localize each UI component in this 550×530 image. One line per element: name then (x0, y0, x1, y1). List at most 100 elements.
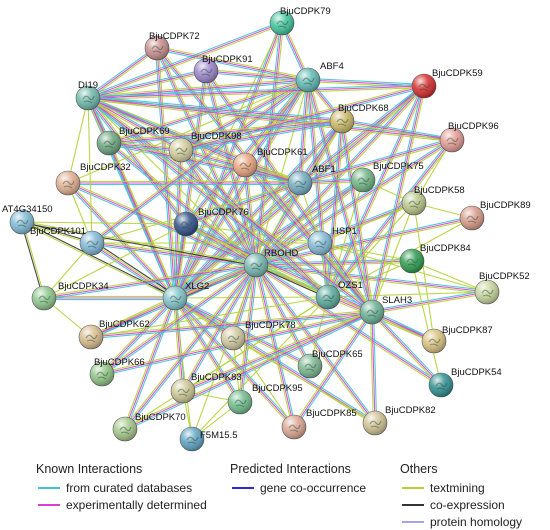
edge-line (91, 244, 256, 268)
node-bjucdpk70[interactable]: BjuCDPK70 (112, 412, 186, 442)
edge-line (156, 47, 176, 299)
edge-line (186, 222, 373, 312)
node-bjucdpk96[interactable]: BjuCDPK96 (439, 121, 499, 153)
node-glare (244, 253, 268, 277)
edge-rbohd-bjucdpk70 (123, 263, 258, 431)
edge-line (255, 264, 295, 428)
edge-line (411, 260, 488, 293)
node-bjucdpk52[interactable]: BjuCDPK52 (474, 271, 530, 305)
node-glare (298, 354, 322, 378)
edge-line (87, 68, 206, 97)
node-bjucdpk54[interactable]: BjuCDPK54 (428, 367, 502, 398)
node-bjucdpk76[interactable]: BjuCDPK76 (173, 207, 249, 237)
node-bjucdpk83[interactable]: BjuCDPK83 (170, 372, 242, 404)
edge-line (88, 95, 343, 120)
node-bjucdpk84[interactable]: BjuCDPK84 (399, 243, 471, 274)
edge-line (43, 262, 256, 297)
edge-line (298, 119, 342, 183)
edge-line (125, 265, 258, 431)
node-bjucdpk61[interactable]: BjuCDPK61 (232, 147, 308, 178)
legend-item-experimental: experimentally determined (36, 496, 207, 513)
node-rbohd[interactable]: RBOHD (243, 248, 298, 278)
node-glare (282, 415, 306, 439)
edge-line (66, 183, 175, 300)
node-ozs1[interactable]: OZS1 (315, 280, 363, 310)
edge-line (327, 139, 453, 298)
node-bjucdpk91[interactable]: BjuCDPK91 (193, 54, 253, 84)
edge-abf4-bjucdpk91 (205, 68, 309, 83)
node-bjucdpk59[interactable]: BjuCDPK59 (411, 68, 483, 99)
node-label: ABF4 (320, 61, 344, 72)
node-bjucdpk32[interactable]: BjuCDPK32 (55, 162, 131, 196)
edge-ozs1-bjucdpk75 (327, 179, 364, 298)
node-di19[interactable]: DI19 (75, 80, 101, 111)
edge-line (184, 78, 308, 224)
protein-structure-icon (428, 338, 441, 347)
protein-structure-icon (62, 180, 75, 189)
node-bjucdpk72[interactable]: BjuCDPK72 (144, 31, 200, 61)
node-bjucdpk68[interactable]: BjuCDPK68 (329, 103, 389, 134)
node-label: BjuCDPK66 (94, 357, 145, 368)
edge-line (174, 179, 364, 299)
node-bjucdpk95[interactable]: BjuCDPK95 (227, 383, 303, 415)
node-abf1[interactable]: ABF1 (287, 164, 336, 196)
edge-line (255, 215, 472, 264)
node-bjucdpk69[interactable]: BjuCDPK69 (96, 126, 170, 156)
edge-line (300, 141, 453, 186)
node-bjucdpk79[interactable]: BjuCDPK79 (269, 6, 331, 36)
node-label: BjuCDPK84 (420, 243, 471, 254)
node-bjucdpk62[interactable]: BjuCDPK62 (78, 319, 150, 350)
node-bjucdpk85[interactable]: BjuCDPK85 (281, 408, 357, 440)
node-bjucdpk75[interactable]: BjuCDPK75 (350, 161, 424, 193)
node-f5m15-5[interactable]: F5M15.5 (179, 426, 238, 452)
edge-line (180, 83, 424, 149)
node-abf4[interactable]: ABF4 (295, 61, 344, 93)
legend-item-coexpression: co-expression (400, 496, 522, 513)
node-bjucdpk89[interactable]: BjuCDPK89 (459, 200, 531, 231)
node-bjucdpk78[interactable]: BjuCDPK78 (220, 320, 296, 351)
edge-line (371, 85, 425, 313)
legend-label-experimental: experimentally determined (66, 497, 207, 512)
node-glare (221, 326, 245, 350)
edge-line (297, 79, 307, 183)
node-glare (76, 86, 100, 110)
edge-line (21, 222, 256, 267)
legend-swatch-experimental (38, 503, 60, 506)
edge-bjucdpk68-bjucdpk69 (108, 118, 343, 146)
node-glare (400, 249, 424, 273)
edge-ozs1-bjucdpk62 (90, 296, 329, 338)
edge-line (243, 165, 372, 314)
edge-bjucdpk78-bjucdpk85 (232, 337, 295, 428)
node-bjucdpk34[interactable]: BjuCDPK34 (31, 281, 109, 311)
node-slah3[interactable]: SLAH3 (359, 295, 412, 325)
node-hsp1[interactable]: HSP1 (307, 226, 357, 256)
edge-abf1-bjucdpk96 (299, 137, 453, 186)
edge-bjucdpk68-bjucdpk96 (341, 118, 453, 143)
edge-line (183, 265, 258, 393)
edge-line (328, 86, 426, 298)
node-bjucdpk82[interactable]: BjuCDPK82 (362, 405, 436, 436)
node-glare (308, 231, 332, 255)
edge-line (173, 262, 256, 297)
node-bjucdpk87[interactable]: BjuCDPK87 (421, 325, 493, 354)
node-glare (360, 300, 384, 324)
node-label: BjuCDPK65 (312, 349, 363, 360)
edge-line (256, 180, 365, 267)
node-xlg2[interactable]: XLG2 (162, 281, 209, 311)
edge-line (411, 260, 442, 386)
node-bjucdpk58[interactable]: BjuCDPK58 (401, 185, 465, 216)
node-at4g34150[interactable]: AT4G34150 (2, 204, 53, 235)
edge-line (191, 264, 257, 440)
edge-line (341, 122, 452, 143)
node-bjucdpk65[interactable]: BjuCDPK65 (297, 349, 363, 379)
node-bjucdpk66[interactable]: BjuCDPK66 (89, 357, 145, 387)
edge-xlg2-f5m15-5 (174, 297, 193, 440)
node-glare (56, 171, 80, 195)
edge-line (239, 264, 257, 403)
node-bjucdpk98[interactable]: BjuCDPK98 (168, 131, 242, 163)
edge-line (22, 220, 257, 265)
node-label: BjuCDPK75 (373, 161, 424, 172)
legend-item-textmining: textmining (400, 479, 522, 496)
protein-structure-icon (200, 68, 213, 77)
node-bjucdpk101[interactable]: BjuCDPK101 (30, 226, 105, 256)
